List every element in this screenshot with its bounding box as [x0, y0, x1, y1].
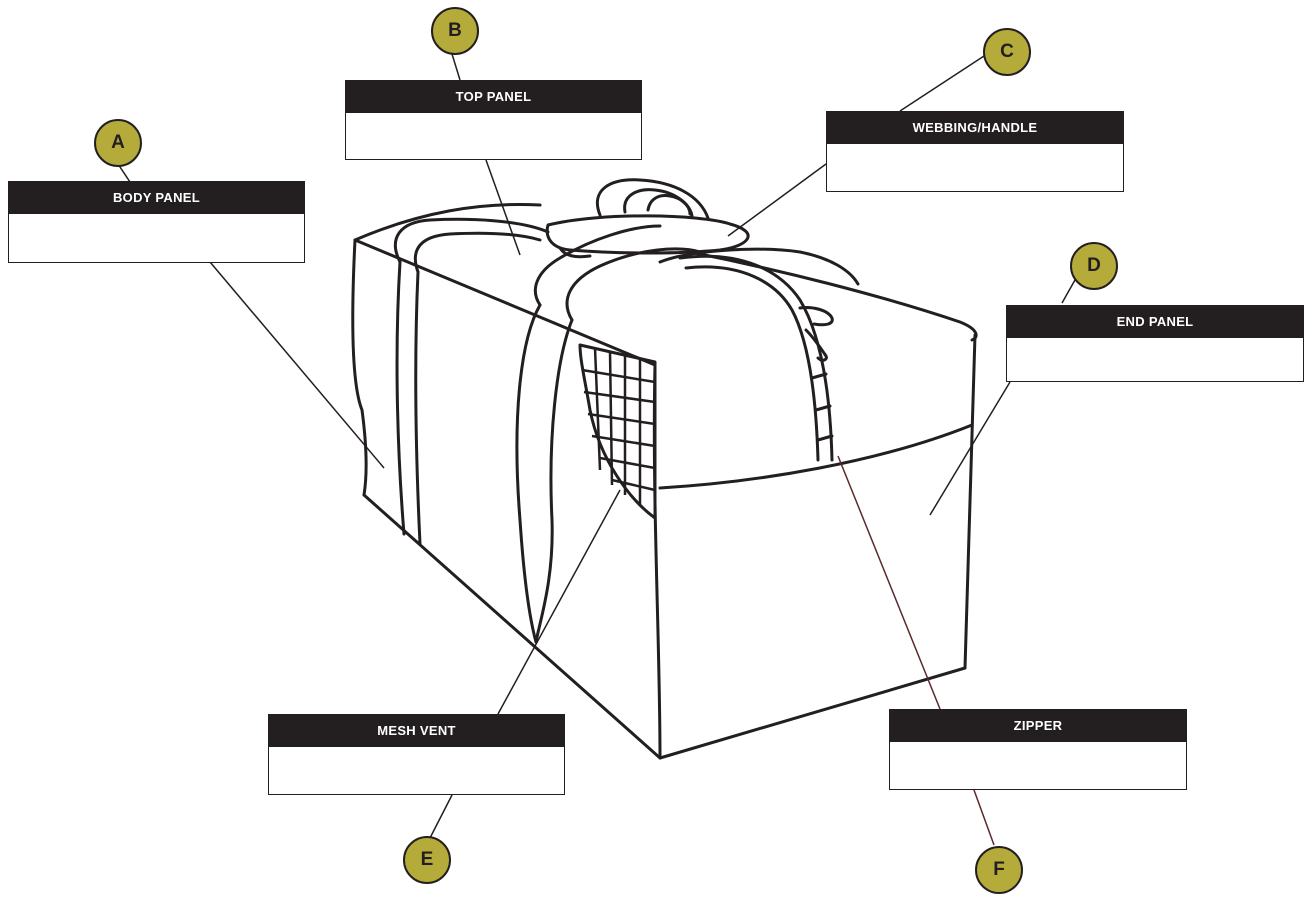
zipper-track: [678, 254, 834, 462]
leader-line-e-badge: [429, 794, 453, 839]
label-zipper-title: ZIPPER: [890, 710, 1186, 742]
webbing-strap-left-2: [414, 270, 422, 546]
bag-left-bottom-edge: [362, 493, 662, 760]
badge-e: E: [403, 836, 451, 884]
leader-line-c-badge: [899, 55, 985, 112]
bag-top-back-edge: [353, 203, 542, 242]
badge-b: B: [431, 7, 479, 55]
label-top-panel: TOP PANEL: [345, 80, 642, 160]
label-webbing-handle: WEBBING/HANDLE: [826, 111, 1124, 192]
leader-line-f: [837, 455, 941, 710]
mesh-vent: [578, 343, 657, 520]
label-mesh-vent-title: MESH VENT: [269, 715, 564, 747]
label-mesh-vent: MESH VENT: [268, 714, 565, 795]
zipper-pull: [798, 306, 834, 327]
bag-top-back-edge-right: [688, 250, 978, 342]
leader-line-b-badge: [451, 53, 461, 81]
leader-line-e: [497, 489, 621, 715]
mesh-grid: [581, 347, 656, 505]
label-end-panel-title: END PANEL: [1007, 306, 1303, 338]
label-end-panel: END PANEL: [1006, 305, 1304, 382]
label-body-panel-title: BODY PANEL: [9, 182, 304, 214]
bag-end-seam: [658, 423, 974, 490]
webbing-strap-front-2: [534, 318, 574, 644]
leader-line-d: [929, 381, 1011, 516]
badge-d: D: [1070, 242, 1118, 290]
bag-top-front-edge: [353, 238, 657, 367]
webbing-strap-front-1: [515, 303, 542, 644]
leader-line-d-badge: [1061, 279, 1076, 304]
leader-line-a-badge: [117, 163, 131, 183]
label-zipper: ZIPPER: [889, 709, 1187, 790]
badge-c: C: [983, 28, 1031, 76]
bag-bottom-right-edge: [658, 666, 967, 760]
leader-line-a: [209, 261, 385, 469]
label-body-panel: BODY PANEL: [8, 181, 305, 263]
badge-f: F: [975, 846, 1023, 894]
leader-line-f-badge: [973, 789, 995, 846]
badge-a: A: [94, 119, 142, 167]
label-webbing-handle-title: WEBBING/HANDLE: [827, 112, 1123, 144]
bag-left-end-panel: [351, 238, 368, 497]
webbing-strap-left-1: [395, 260, 406, 536]
label-top-panel-title: TOP PANEL: [346, 81, 641, 113]
bag-right-end-edge: [963, 333, 977, 670]
leader-line-c: [727, 163, 827, 237]
leader-line-b: [485, 159, 521, 256]
